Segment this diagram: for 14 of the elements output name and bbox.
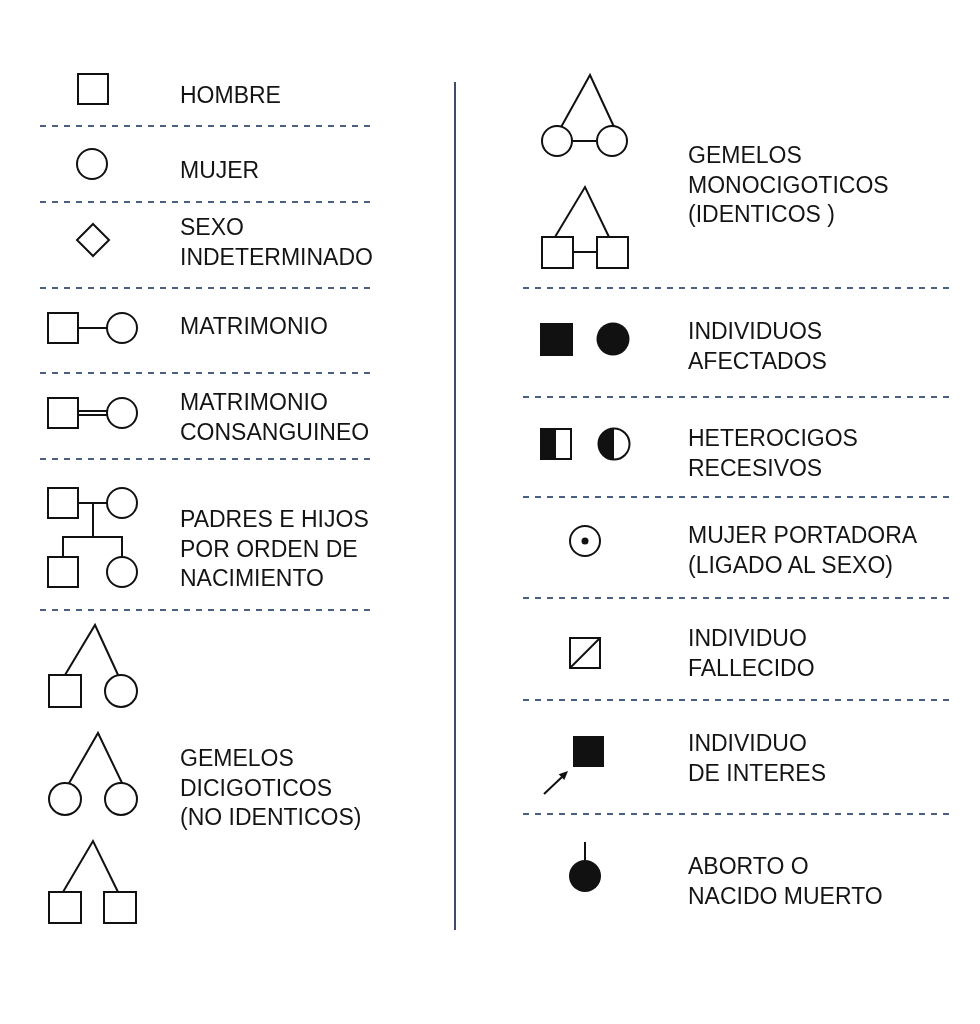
legend-label: MATRIMONIO (180, 312, 328, 341)
legend-label: MATRIMONIO CONSANGUINEO (180, 388, 370, 447)
legend-label: PADRES E HIJOS POR ORDEN DE NACIMIENTO (180, 505, 369, 593)
legend-label: MUJER (180, 156, 260, 185)
legend-label: GEMELOS DICIGOTICOS (NO IDENTICOS) (180, 744, 362, 832)
legend-label: INDIVIDUOS AFECTADOS (688, 317, 827, 376)
legend-label: ABORTO O NACIDO MUERTO (688, 852, 883, 911)
legend-label: SEXO INDETERMINADO (180, 213, 373, 272)
legend-label: GEMELOS MONOCIGOTICOS (IDENTICOS ) (688, 141, 889, 229)
legend-label: HOMBRE (180, 81, 281, 110)
legend-label: INDIVIDUO FALLECIDO (688, 624, 815, 683)
legend-label: MUJER PORTADORA (LIGADO AL SEXO) (688, 521, 918, 580)
legend-label: HETEROCIGOS RECESIVOS (688, 424, 858, 483)
legend-label: INDIVIDUO DE INTERES (688, 729, 827, 788)
